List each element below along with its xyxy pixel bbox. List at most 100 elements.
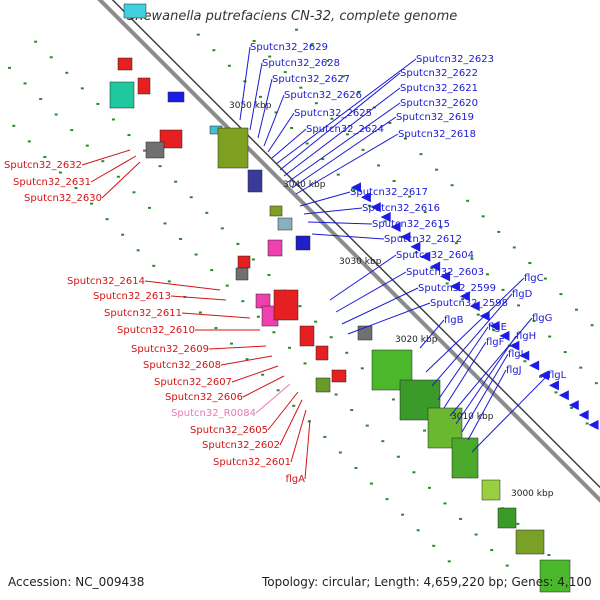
track-tick-mark [49,56,53,59]
gene-label: flgC [524,273,544,284]
gene-label: flgJ [506,365,522,376]
forward-strand-feature [109,81,135,109]
reverse-strand-arrow [519,350,530,361]
track-tick-mark [474,533,478,536]
gene-label: Sputcn32_2616 [362,203,440,214]
track-tick-mark [267,274,271,277]
gene-label: Sputcn32_2598 [430,298,508,309]
track-tick-mark [225,284,229,287]
scale-label: 3040 kbp [283,180,326,190]
track-tick-mark [338,451,342,454]
scale-label: 3000 kbp [511,489,554,499]
track-tick-mark [423,211,427,214]
gene-label-leader [181,312,251,319]
track-tick-mark [575,308,579,311]
track-tick-mark [323,435,327,438]
reverse-strand-feature [497,507,517,529]
reverse-strand-feature [269,205,283,217]
forward-strand-feature [117,57,133,71]
track-tick-mark [111,118,115,121]
track-tick-mark [590,324,594,327]
gene-label: flgA [286,474,306,485]
reverse-strand-feature [515,529,545,555]
reverse-strand-arrow [469,301,480,312]
gene-label: Sputcn32_2632 [4,160,82,171]
gene-label-leader [287,102,401,183]
gene-label: Sputcn32_2617 [350,187,428,198]
track-tick-mark [492,329,496,332]
track-tick-mark [367,204,371,207]
track-tick-mark [532,319,536,322]
track-tick-mark [132,191,136,194]
track-tick-mark [385,498,389,501]
track-tick-mark [307,420,311,423]
gene-label: Sputcn32_2630 [24,193,102,204]
track-tick-mark [261,373,265,376]
reverse-strand-arrow [578,410,589,421]
track-tick-mark [283,71,287,74]
track-tick-mark [43,155,47,158]
gene-label-leader [279,72,401,171]
track-tick-mark [227,64,231,67]
gene-label-leader [431,293,513,387]
forward-strand-feature [137,77,151,95]
track-tick-mark [245,358,249,361]
track-tick-mark [27,140,31,143]
reverse-strand-feature [295,235,311,251]
gene-label-leader [242,375,285,398]
track-tick-mark [365,424,369,427]
track-tick-mark [167,280,171,283]
track-tick-mark [416,529,420,532]
track-tick-mark [341,75,345,78]
track-tick-mark [220,227,224,230]
gene-label-leader [271,128,307,159]
forward-strand-feature [299,325,315,347]
gene-label: Sputcn32_2615 [372,219,450,230]
track-tick-mark [345,133,349,136]
track-tick-mark [403,137,407,140]
track-tick-mark [408,195,412,198]
track-tick-mark [136,249,140,252]
track-tick-mark [8,66,12,69]
gene-label: Sputcn32_2599 [418,283,496,294]
gene-label-leader [467,369,507,441]
forward-strand-feature [235,267,249,281]
track-tick-mark [517,304,521,307]
track-tick-mark [538,375,542,378]
gene-label: Sputcn32_2606 [165,392,243,403]
gene-label-leader [249,62,263,131]
track-tick-mark [505,564,509,567]
track-tick-mark [454,242,458,245]
gene-label-leader [170,295,227,301]
track-tick-mark [299,86,303,89]
reverse-strand-arrow [568,400,579,411]
track-tick-mark [445,282,449,285]
track-tick-mark [258,95,262,98]
gene-label: Sputcn32_2622 [400,68,478,79]
track-tick-mark [96,102,100,105]
track-tick-mark [298,305,302,308]
track-tick-mark [39,97,43,100]
track-tick-mark [345,351,349,354]
track-tick-mark [85,144,89,147]
gene-label-leader [81,149,131,166]
gene-label: Sputcn32_2628 [262,58,340,69]
gene-label: Sputcn32_2625 [294,108,372,119]
gene-label-leader [257,78,273,139]
gene-label-leader [144,280,221,291]
gene-label: Sputcn32_2620 [400,98,478,109]
forward-strand-feature [159,129,183,149]
track-tick-mark [528,262,532,265]
track-tick-mark [357,90,361,93]
track-tick-mark [163,222,167,225]
track-tick-mark [523,360,527,363]
track-tick-mark [158,165,162,168]
reverse-strand-feature [539,559,571,593]
track-tick-mark [336,173,340,176]
track-tick-mark [594,382,598,385]
track-tick-mark [54,113,58,116]
track-tick-mark [314,102,318,105]
reverse-strand-feature [357,325,373,341]
track-tick-mark [205,211,209,214]
gene-label: Sputcn32_2603 [406,267,484,278]
